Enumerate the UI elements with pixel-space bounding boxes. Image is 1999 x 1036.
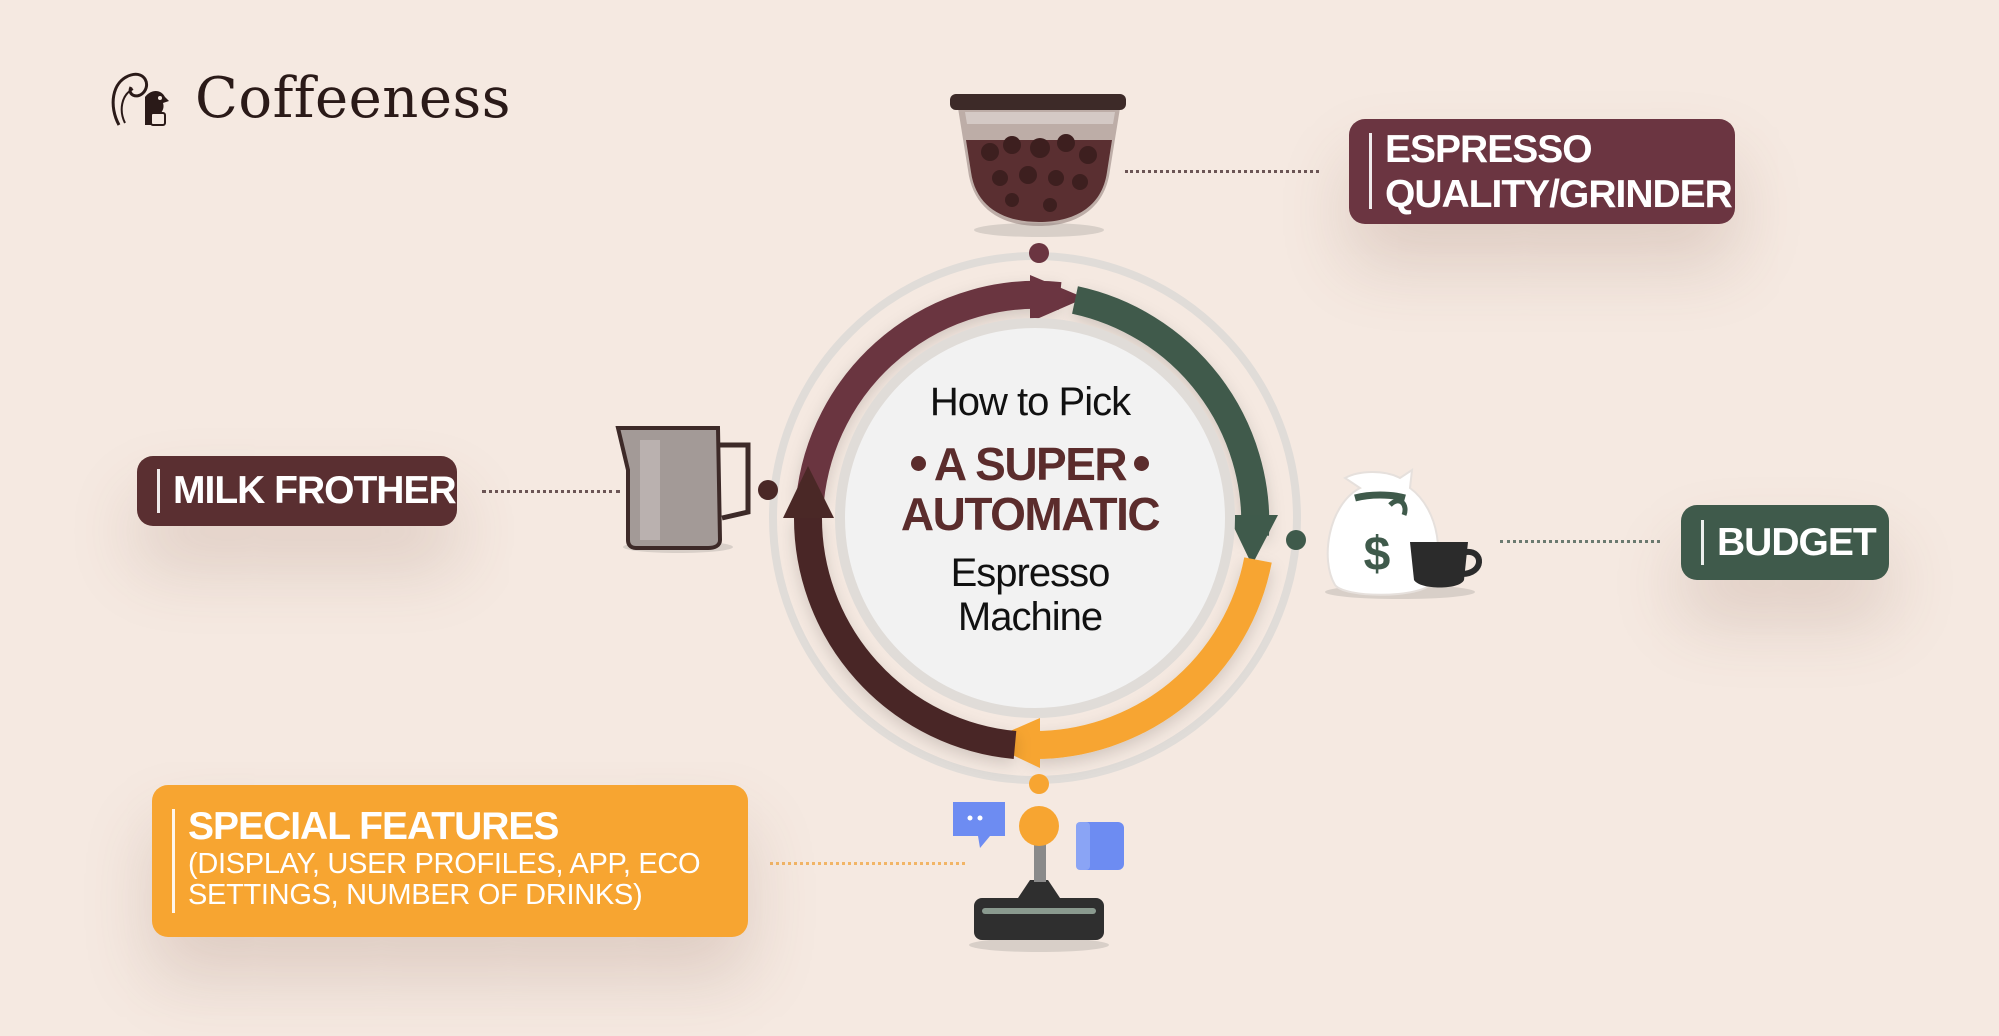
- coffee-grinder-icon: [950, 94, 1126, 237]
- bullet-dot: [1134, 456, 1150, 472]
- dot-left: [758, 480, 778, 500]
- brand-logo: Coffeeness: [105, 66, 511, 131]
- label-special-sub2: SETTINGS, NUMBER OF DRINKS): [188, 879, 643, 911]
- dot-bottom: [1029, 774, 1049, 794]
- label-espresso-quality: ESPRESSO QUALITY/GRINDER: [1349, 119, 1735, 224]
- arrow-head-green: [1228, 515, 1278, 565]
- money-bag-icon: $: [1325, 467, 1475, 599]
- center-line2: A SUPER: [933, 438, 1128, 490]
- squirrel-logo-icon: [111, 72, 169, 126]
- center-line3: AUTOMATIC: [900, 488, 1161, 540]
- center-line4: Espresso: [950, 551, 1111, 595]
- arrow-head-brown: [783, 466, 834, 518]
- arrow-head-maroon: [1030, 275, 1085, 322]
- label-budget-text: BUDGET: [1717, 521, 1877, 564]
- label-bar: [1701, 520, 1704, 565]
- connector-budget: [1500, 540, 1660, 543]
- label-special-title: SPECIAL FEATURES: [188, 805, 559, 848]
- arc-brown: [793, 514, 1017, 759]
- label-special-sub1: (DISPLAY, USER PROFILES, APP, ECO: [188, 848, 701, 880]
- arc-maroon: [796, 280, 1062, 502]
- connector-milk: [482, 490, 620, 493]
- connector-special: [770, 862, 965, 865]
- label-milk-frother: MILK FROTHER: [137, 456, 457, 526]
- center-line5: Machine: [957, 595, 1103, 639]
- center-line1: How to Pick: [929, 380, 1131, 424]
- label-bar: [157, 469, 160, 513]
- center-circle: [835, 318, 1235, 718]
- label-milk-text: MILK FROTHER: [173, 469, 457, 512]
- center-title: How to Pick A SUPER AUTOMATIC Espresso M…: [850, 380, 1210, 639]
- dot-right: [1286, 530, 1306, 550]
- arc-orange: [1029, 557, 1272, 760]
- label-espresso-line2: QUALITY/GRINDER: [1385, 173, 1733, 216]
- milk-pitcher-icon: [615, 426, 751, 553]
- connector-espresso: [1125, 170, 1319, 173]
- dot-top: [1029, 243, 1049, 263]
- label-bar: [172, 809, 175, 913]
- arc-green: [1072, 286, 1270, 536]
- label-espresso-line1: ESPRESSO: [1385, 128, 1593, 171]
- chat-bubble-icon: [953, 802, 1124, 870]
- center-line2-wrap: A SUPER: [850, 439, 1210, 489]
- svg-text:$: $: [1364, 528, 1391, 581]
- label-budget: BUDGET: [1681, 505, 1889, 580]
- label-special-features: SPECIAL FEATURES (DISPLAY, USER PROFILES…: [152, 785, 748, 937]
- joystick-icon: [969, 806, 1109, 952]
- label-bar: [1369, 133, 1372, 209]
- bullet-dot: [910, 456, 926, 472]
- brand-name: Coffeeness: [195, 66, 511, 131]
- coffee-cup-icon: [1410, 542, 1482, 588]
